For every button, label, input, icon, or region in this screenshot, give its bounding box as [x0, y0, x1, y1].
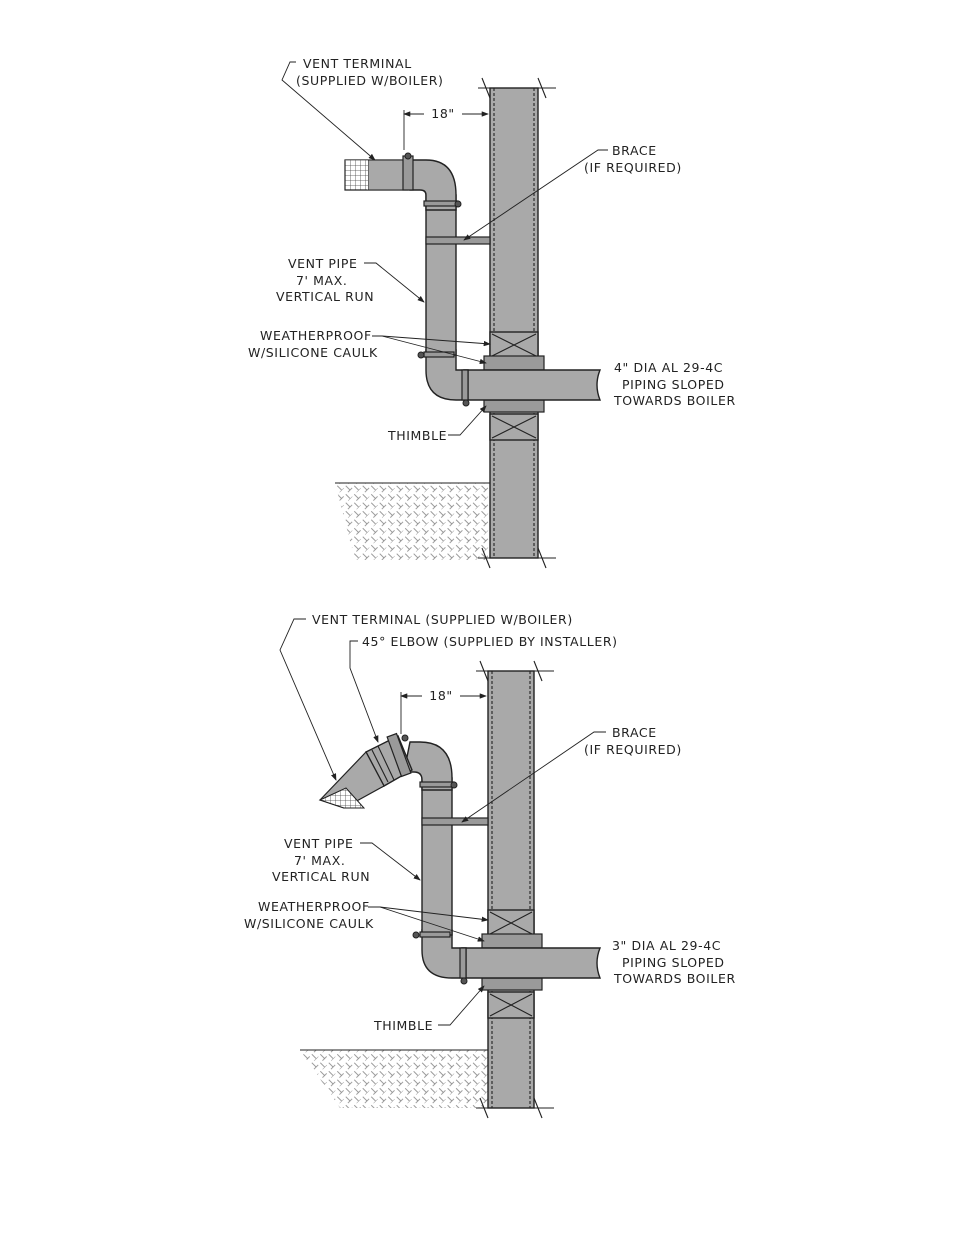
top-piping-line3: TOWARDS BOILER [613, 393, 736, 408]
bottom-vent-pipe-line3: VERTICAL RUN [272, 869, 370, 884]
bottom-vent-terminal-label: VENT TERMINAL (SUPPLIED W/BOILER) [312, 612, 573, 627]
top-vent-terminal-line1: VENT TERMINAL [303, 56, 412, 71]
top-wall [489, 87, 539, 559]
bottom-vent-pipe-line2: 7' MAX. [294, 853, 345, 868]
bottom-brace-line1: BRACE [612, 725, 657, 740]
top-weatherproof-line1: WEATHERPROOF [260, 328, 372, 343]
bottom-elbow-label: 45° ELBOW (SUPPLIED BY INSTALLER) [362, 634, 618, 649]
bottom-vent-pipe [421, 777, 453, 936]
top-horizontal-pipe [463, 369, 602, 401]
bottom-dimension: 18" [429, 688, 452, 703]
bottom-diagram: 18" VENT TERMINAL (SUPPLIED W/BOILER) 45… [244, 612, 736, 1119]
top-dimension: 18" [431, 106, 454, 121]
bottom-weatherproof-line1: WEATHERPROOF [258, 899, 370, 914]
bottom-thimble: THIMBLE [373, 1018, 433, 1033]
top-brace [425, 236, 491, 245]
bottom-piping-line3: TOWARDS BOILER [613, 971, 736, 986]
bottom-horizontal-pipe [461, 947, 602, 979]
top-vent-pipe-line1: VENT PIPE [288, 256, 357, 271]
top-diagram: 18" VENT TERMINAL (SUPPLIED W/BOILER) BR… [248, 56, 736, 569]
bottom-vent-pipe-line1: VENT PIPE [284, 836, 353, 851]
top-vent-pipe [425, 194, 457, 356]
top-piping-line1: 4" DIA AL 29-4C [614, 360, 723, 375]
top-ground [335, 483, 490, 560]
top-brace-line2: (IF REQUIRED) [584, 160, 682, 175]
top-weatherproof-line2: W/SILICONE CAULK [248, 345, 378, 360]
top-piping-line2: PIPING SLOPED [622, 377, 725, 392]
top-vent-pipe-line2: 7' MAX. [296, 273, 347, 288]
bottom-piping-line2: PIPING SLOPED [622, 955, 725, 970]
bottom-piping-line1: 3" DIA AL 29-4C [612, 938, 721, 953]
bottom-weatherproof-line2: W/SILICONE CAULK [244, 916, 374, 931]
bottom-brace [421, 817, 489, 826]
top-thimble: THIMBLE [387, 428, 447, 443]
bottom-brace-line2: (IF REQUIRED) [584, 742, 682, 757]
bottom-ground [300, 1050, 488, 1108]
bottom-wall [487, 670, 535, 1109]
top-vent-terminal-line2: (SUPPLIED W/BOILER) [296, 73, 443, 88]
top-vent-pipe-line3: VERTICAL RUN [276, 289, 374, 304]
top-brace-line1: BRACE [612, 143, 657, 158]
